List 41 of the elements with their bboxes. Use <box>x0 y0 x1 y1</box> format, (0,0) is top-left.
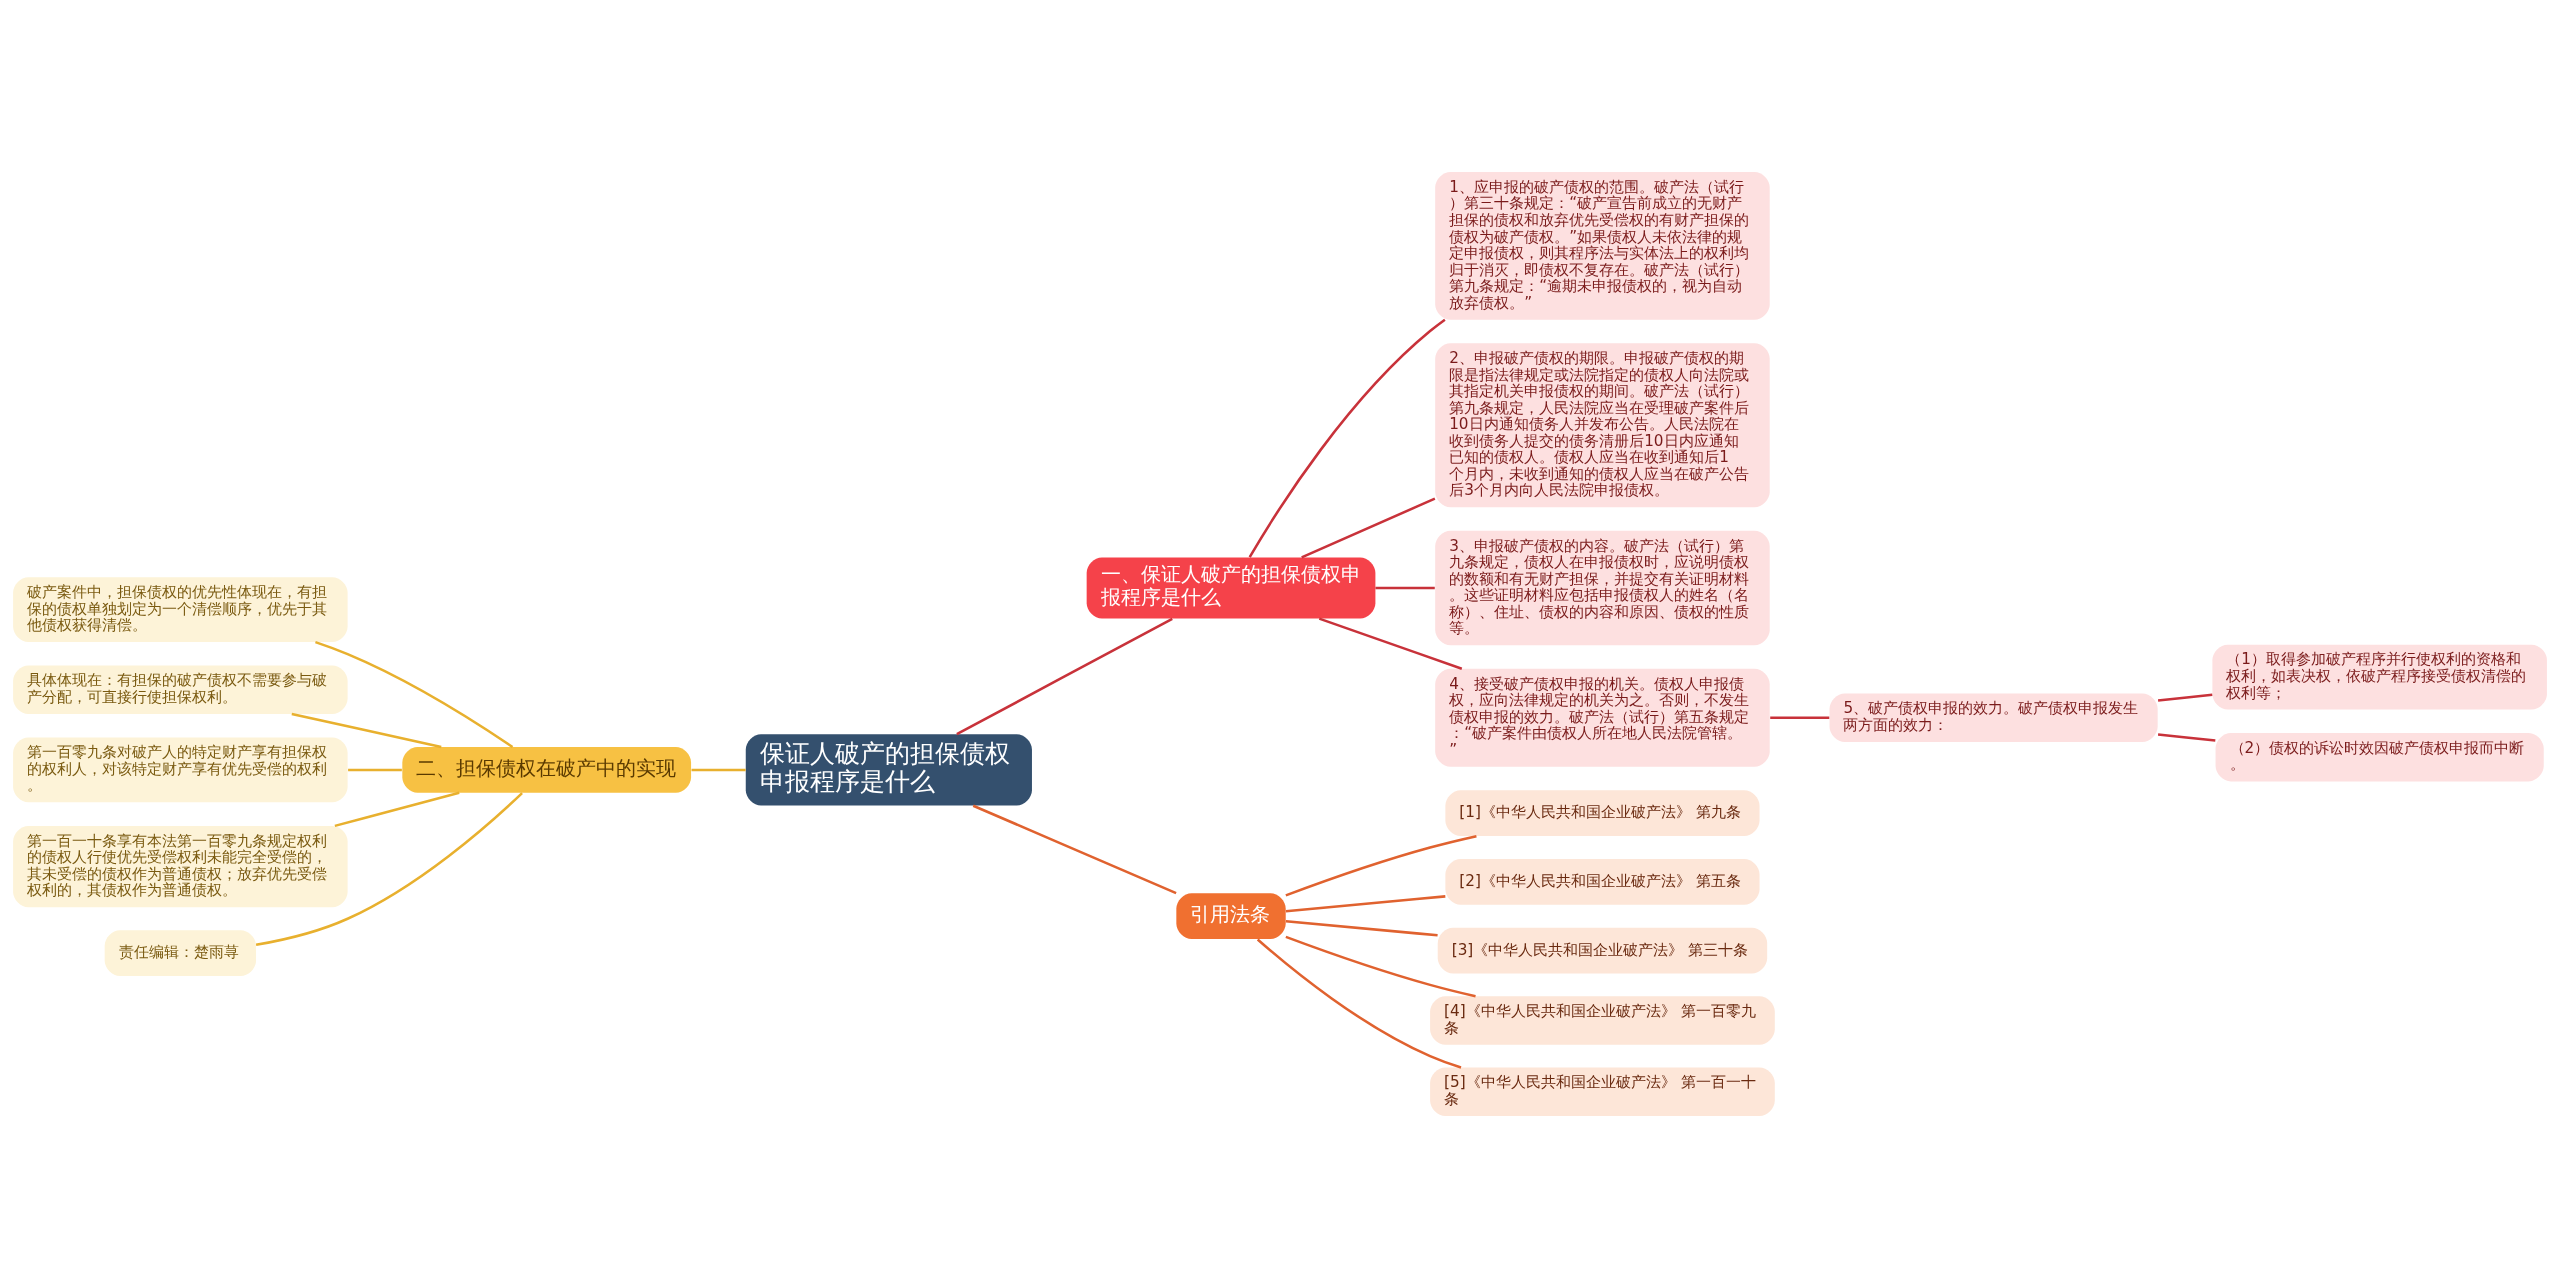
connector <box>1285 935 1476 998</box>
connector <box>2157 693 2213 702</box>
node-box: 具体体现在：有担保的破产债权不需要参与破产分配，可直接行使担保权利。 <box>13 665 348 714</box>
connector <box>1285 834 1477 897</box>
connector <box>255 792 523 947</box>
connector <box>1770 716 1830 720</box>
connector <box>1285 919 1438 937</box>
connector <box>291 712 442 749</box>
connector <box>1285 895 1446 913</box>
node-box: 引用法条 <box>1176 893 1286 940</box>
connector <box>691 768 746 772</box>
node-box: [4]《中华人民共和国企业破产法》 第一百零九条 <box>1430 996 1775 1045</box>
node-box: [2]《中华人民共和国企业破产法》 第五条 <box>1445 858 1760 905</box>
connector <box>334 791 460 828</box>
connector <box>972 804 1177 895</box>
node-box: [5]《中华人民共和国企业破产法》 第一百一十条 <box>1430 1067 1775 1116</box>
connector <box>1248 318 1446 558</box>
node-box: 一、保证人破产的担保债权申报程序是什么 <box>1086 557 1376 619</box>
node-box: （1）取得参加破产程序并行使权利的资格和权利，如表决权，依破产程序接受债权清偿的权利等； <box>2212 644 2547 710</box>
node-box: 4、接受破产债权申报的机关。债权人申报债权，应向法律规定的机关为之。否则，不发生债权申报的效力。破产法（试行）第五条规定：“破产案件由债权人所在地人民法院管辖。” <box>1435 668 1770 767</box>
node-box: 破产案件中，担保债权的优先性体现在，有担保的债权单独划定为一个清偿顺序，优先于其他债权获得清偿。 <box>13 577 348 643</box>
connector <box>1375 586 1435 590</box>
connector <box>1256 938 1462 1069</box>
node-box: [1]《中华人民共和国企业破产法》 第九条 <box>1445 790 1760 837</box>
node-box: （2）债权的诉讼时效因破产债权申报而中断。 <box>2215 733 2544 782</box>
node-box: 5、破产债权申报的效力。破产债权申报发生两方面的效力： <box>1829 693 2158 742</box>
connector <box>1301 497 1436 559</box>
node-box: [3]《中华人民共和国企业破产法》 第三十条 <box>1437 927 1768 974</box>
node-box: 二、担保债权在破产中的实现 <box>402 747 692 793</box>
node-box: 责任编辑：楚雨荨 <box>104 930 257 976</box>
connector <box>348 768 402 772</box>
connector <box>1318 617 1463 670</box>
connector <box>315 640 514 749</box>
connector <box>956 617 1173 736</box>
node-box: 保证人破产的担保债权申报程序是什么 <box>745 734 1032 806</box>
node-box: 第一百一十条享有本法第一百零九条规定权利的债权人行使优先受偿权利未能完全受偿的，其未受偿的债权作为普通债权；放弃优先受偿权利的，其债权作为普通债权。 <box>13 825 348 908</box>
node-box: 1、应申报的破产债权的范围。破产法（试行）第三十条规定：“破产宣告前成立的无财产担保的债权和放弃优先受偿权的有财产担保的债权为破产债权。”如果债权人未依法律的规定申报债权，则其程序法与实体法上的权利均归于消灭，即债权不复存在。破产法（试行）第九条规定：“逾期未申报债权的，视为自动放弃债权。” <box>1435 172 1770 320</box>
connector <box>2157 733 2216 742</box>
node-box: 3、申报破产债权的内容。破产法（试行）第九条规定，债权人在申报债权时，应说明债权的数额和有无财产担保，并提交有关证明材料。这些证明材料应包括申报债权人的姓名（名称）、住址、债权的内容和原因、债权的性质等。 <box>1435 530 1770 646</box>
node-box: 2、申报破产债权的期限。申报破产债权的期限是指法律规定或法院指定的债权人向法院或其指定机关申报债权的期间。破产法（试行）第九条规定，人民法院应当在受理破产案件后10日内通知债务人并发布公告。人民法院在收到债务人提交的债务清册后10日内应通知已知的债权人。债权人应当在收到通知后1 个月内，未收到通知的债权人应当在破产公告后3个月内向人民法院申报债权。 <box>1435 343 1770 508</box>
node-box: 第一百零九条对破产人的特定财产享有担保权的权利人，对该特定财产享有优先受偿的权利。 <box>13 737 348 803</box>
